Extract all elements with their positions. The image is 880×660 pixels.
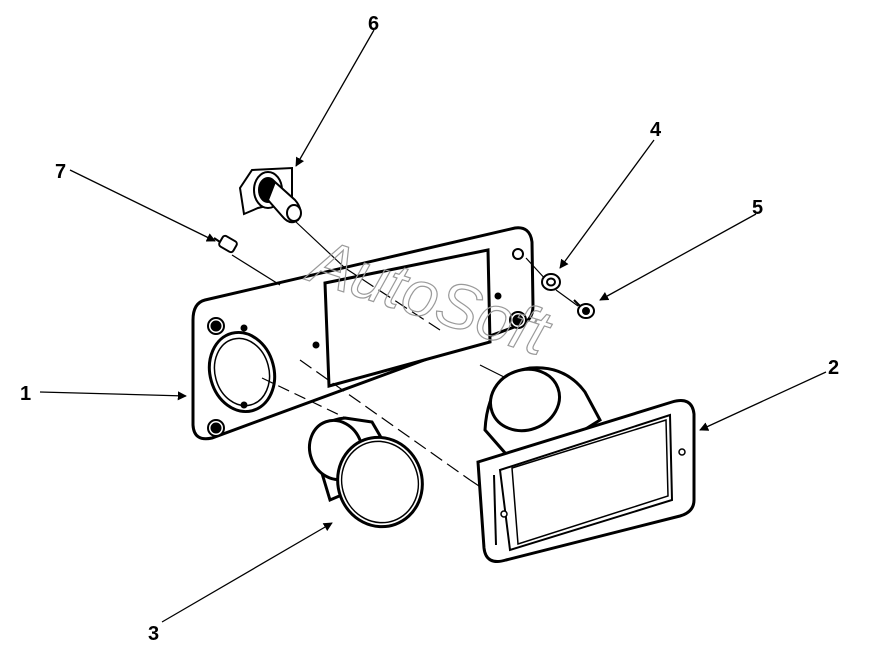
leader-line-2: [699, 371, 827, 431]
rectangular-headlamp: [476, 366, 696, 563]
screw: [573, 299, 595, 319]
leader-line-4: [559, 139, 655, 269]
round-fog-lamp: [308, 416, 424, 529]
leader-line-7: [69, 169, 216, 242]
callout-3: 3: [148, 623, 159, 645]
leader-line-3: [161, 522, 333, 623]
callout-1: 1: [20, 383, 31, 405]
leader-line-6: [295, 29, 375, 167]
callout-4: 4: [650, 119, 662, 141]
small-bulb: [213, 234, 238, 254]
washer: [541, 273, 561, 291]
callout-7: 7: [55, 161, 66, 183]
leader-lines: [39, 29, 827, 623]
mounting-plate: [191, 226, 535, 441]
callout-6: 6: [368, 13, 379, 35]
leader-line-5: [599, 213, 757, 301]
halogen-bulb: [238, 166, 302, 224]
callout-5: 5: [752, 197, 763, 219]
leader-line-1: [39, 391, 187, 401]
callout-2: 2: [828, 357, 839, 379]
